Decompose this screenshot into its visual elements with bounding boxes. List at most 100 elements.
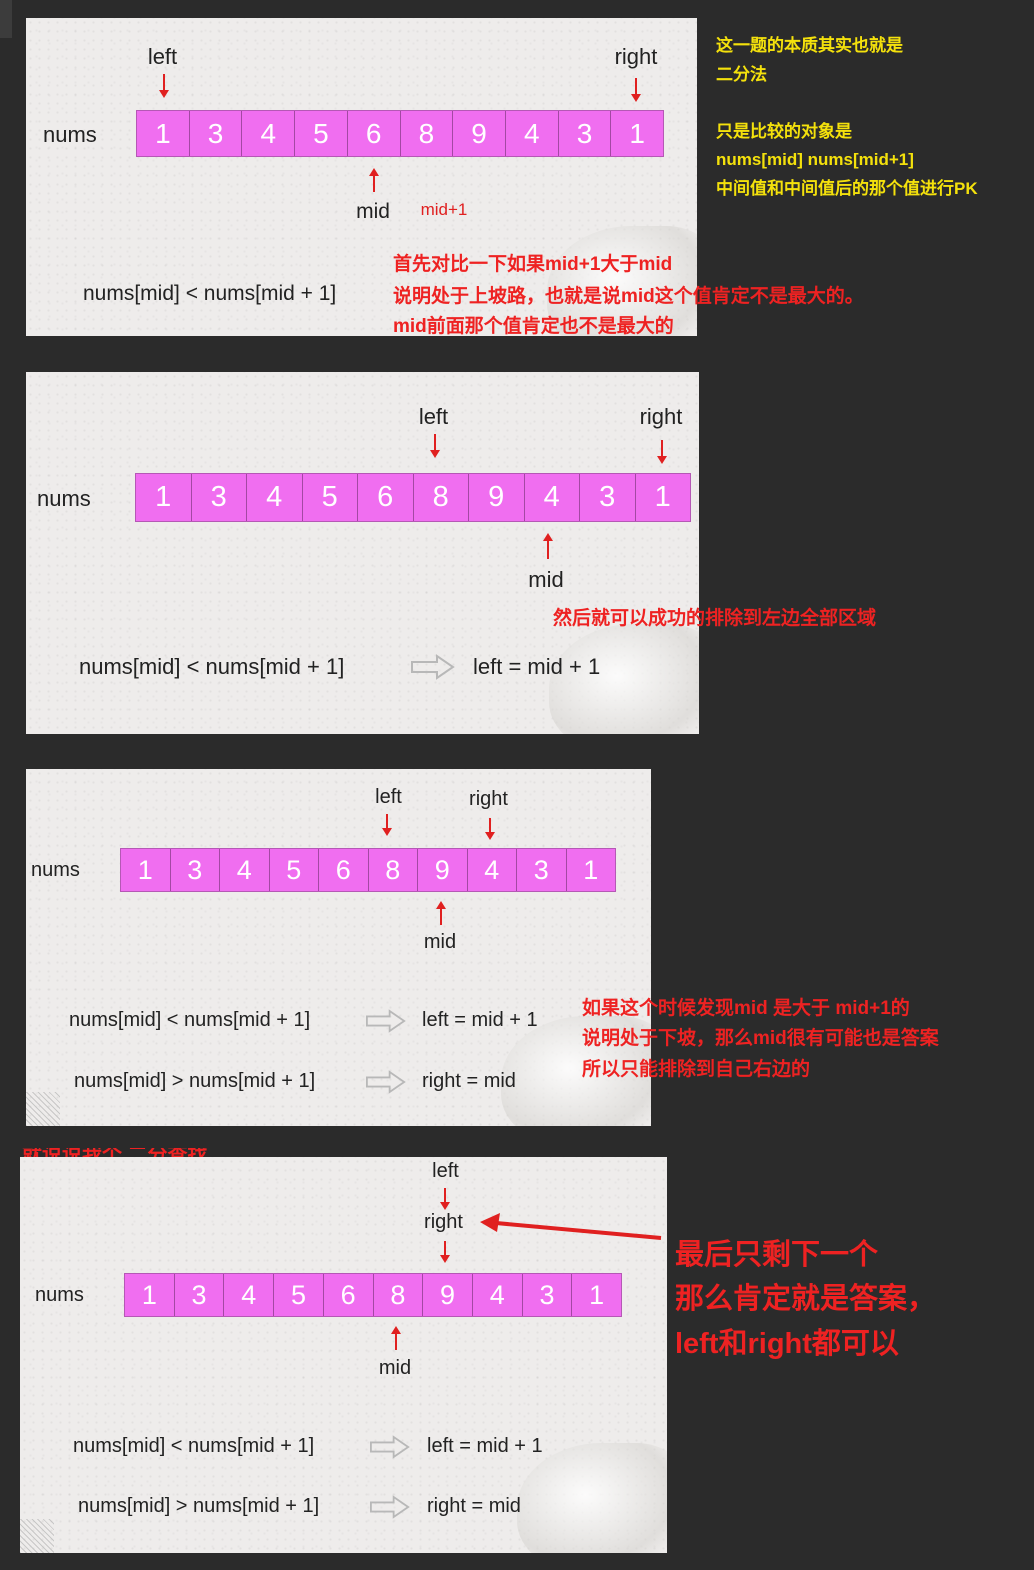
right-pointer-arrow (440, 1241, 450, 1263)
implies-arrow-icon (370, 1495, 410, 1519)
array-cell: 1 (589, 1279, 605, 1310)
right-pointer-label: right (424, 1211, 463, 1233)
result-2-text: right = mid (427, 1495, 521, 1517)
condition-text: nums[mid] < nums[mid + 1] (79, 654, 345, 679)
slide-panel-3: left right nums 1 3 4 5 6 8 9 4 3 1 mid … (26, 769, 651, 1126)
array-cell: 6 (319, 849, 369, 891)
panel1-note-2: 说明处于上坡路，也就是说mid这个值肯定不是最大的。 (393, 286, 864, 307)
annotation-arrow-icon (480, 1213, 662, 1240)
slide-panel-4: left right nums 1 3 4 5 6 8 9 4 3 1 mid … (20, 1157, 667, 1553)
left-pointer-label: left (147, 44, 178, 69)
left-pointer-arrow (440, 1188, 450, 1210)
right-pointer-arrow (631, 78, 641, 102)
nums-array: 1 3 4 5 6 8 9 4 3 1 (136, 110, 664, 157)
panel4-note-2: 那么肯定就是答案， (675, 1283, 937, 1315)
array-cell: 6 (324, 1274, 374, 1316)
side-note-4: nums[mid] nums[mid+1] (716, 150, 914, 169)
array-cell: 1 (136, 474, 192, 521)
decoration (549, 624, 699, 734)
array-cell: 4 (525, 474, 580, 521)
condition-1-text: nums[mid] < nums[mid + 1] (69, 1009, 311, 1031)
array-cell: 3 (559, 111, 612, 156)
nums-label: nums (35, 1284, 84, 1306)
array-cell: 6 (358, 474, 414, 521)
array-cell: 8 (414, 474, 469, 521)
array-cell: 6 (348, 111, 401, 156)
array-cell: 8 (369, 849, 418, 891)
mid-pointer-label: mid (528, 567, 564, 592)
array-cell: 9 (418, 849, 468, 891)
left-pointer-label: left (432, 1160, 459, 1182)
right-pointer-label: right (639, 404, 683, 429)
decoration (547, 226, 697, 336)
array-cell: 4 (247, 474, 303, 521)
slide-panel-1: left right nums 1 3 4 5 6 8 9 4 3 1 mid … (26, 18, 697, 336)
array-cell: 4 (468, 849, 517, 891)
mid-pointer-label: mid (423, 931, 457, 953)
left-pointer-label: left (375, 786, 402, 808)
left-pointer-arrow (382, 814, 392, 836)
implies-arrow-icon (370, 1435, 410, 1459)
result-1-text: left = mid + 1 (427, 1435, 543, 1457)
array-cell: 3 (192, 474, 247, 521)
array-cell: 9 (469, 474, 525, 521)
array-cell: 5 (274, 1274, 324, 1316)
left-pointer-arrow (430, 434, 440, 458)
array-cell: 3 (171, 849, 220, 891)
array-cell: 1 (583, 854, 599, 885)
array-cell: 3 (517, 849, 567, 891)
nums-array: 1 3 4 5 6 8 9 4 3 1 (120, 848, 616, 892)
nums-array: 1 3 4 5 6 8 9 4 3 1 (124, 1273, 622, 1317)
condition-2-text: nums[mid] > nums[mid + 1] (78, 1495, 320, 1517)
decoration (501, 1016, 651, 1126)
panel1-note-1: 首先对比一下如果mid+1大于mid (393, 254, 673, 275)
slide-panel-2: left right nums 1 3 4 5 6 8 9 4 3 1 mid … (26, 372, 699, 734)
panel3-note-2: 说明处于下坡，那么mid很有可能也是答案 (582, 1028, 939, 1049)
array-cell: 4 (242, 111, 296, 156)
side-note-2: 二分法 (716, 65, 767, 84)
array-cell: 1 (654, 481, 671, 513)
array-cell: 3 (580, 474, 636, 521)
side-note-5: 中间值和中间值后的那个值进行PK (716, 179, 978, 198)
result-1-text: left = mid + 1 (422, 1009, 538, 1031)
panel3-note-1: 如果这个时候发现mid 是大于 mid+1的 (582, 998, 910, 1019)
left-pointer-arrow (159, 74, 169, 98)
array-cell: 4 (473, 1274, 523, 1316)
panel3-note-3: 所以只能排除到自己右边的 (582, 1059, 811, 1080)
result-2-text: right = mid (422, 1070, 516, 1092)
condition-2-text: nums[mid] > nums[mid + 1] (74, 1070, 316, 1092)
array-cell: 5 (303, 474, 358, 521)
mid-pointer-arrow (436, 901, 446, 925)
array-cell: 4 (224, 1274, 275, 1316)
mid-pointer-label: mid (378, 1357, 412, 1379)
panel1-note-3: mid前面那个值肯定也不是最大的 (393, 316, 674, 337)
result-text: left = mid + 1 (473, 654, 601, 679)
right-pointer-label: right (614, 44, 658, 69)
array-cell: 9 (453, 111, 506, 156)
mid-plus-1-label: mid+1 (420, 200, 468, 219)
nums-label: nums (43, 122, 97, 147)
array-cell: 3 (175, 1274, 225, 1316)
condition-1-text: nums[mid] < nums[mid + 1] (73, 1435, 315, 1457)
decoration (517, 1443, 667, 1553)
nums-array: 1 3 4 5 6 8 9 4 3 1 (135, 473, 691, 522)
side-note-3: 只是比较的对象是 (716, 122, 852, 141)
decoration-hatch (20, 1519, 54, 1553)
mid-pointer-arrow (369, 168, 379, 192)
mid-pointer-arrow (543, 533, 553, 559)
mid-pointer-label: mid (356, 200, 390, 223)
array-cell: 8 (374, 1274, 424, 1316)
mid-pointer-arrow (391, 1326, 401, 1350)
array-cell: 4 (506, 111, 559, 156)
array-cell: 9 (423, 1274, 473, 1316)
array-cell: 4 (220, 849, 270, 891)
array-cell: 1 (125, 1274, 175, 1316)
array-cell: 1 (137, 111, 190, 156)
nums-label: nums (37, 486, 91, 511)
array-cell: 3 (190, 111, 243, 156)
panel4-note-3: left和right都可以 (675, 1328, 899, 1360)
implies-arrow-icon (366, 1009, 406, 1033)
right-pointer-arrow (485, 818, 495, 840)
editor-gutter-mark (0, 0, 12, 38)
right-pointer-label: right (469, 788, 508, 810)
